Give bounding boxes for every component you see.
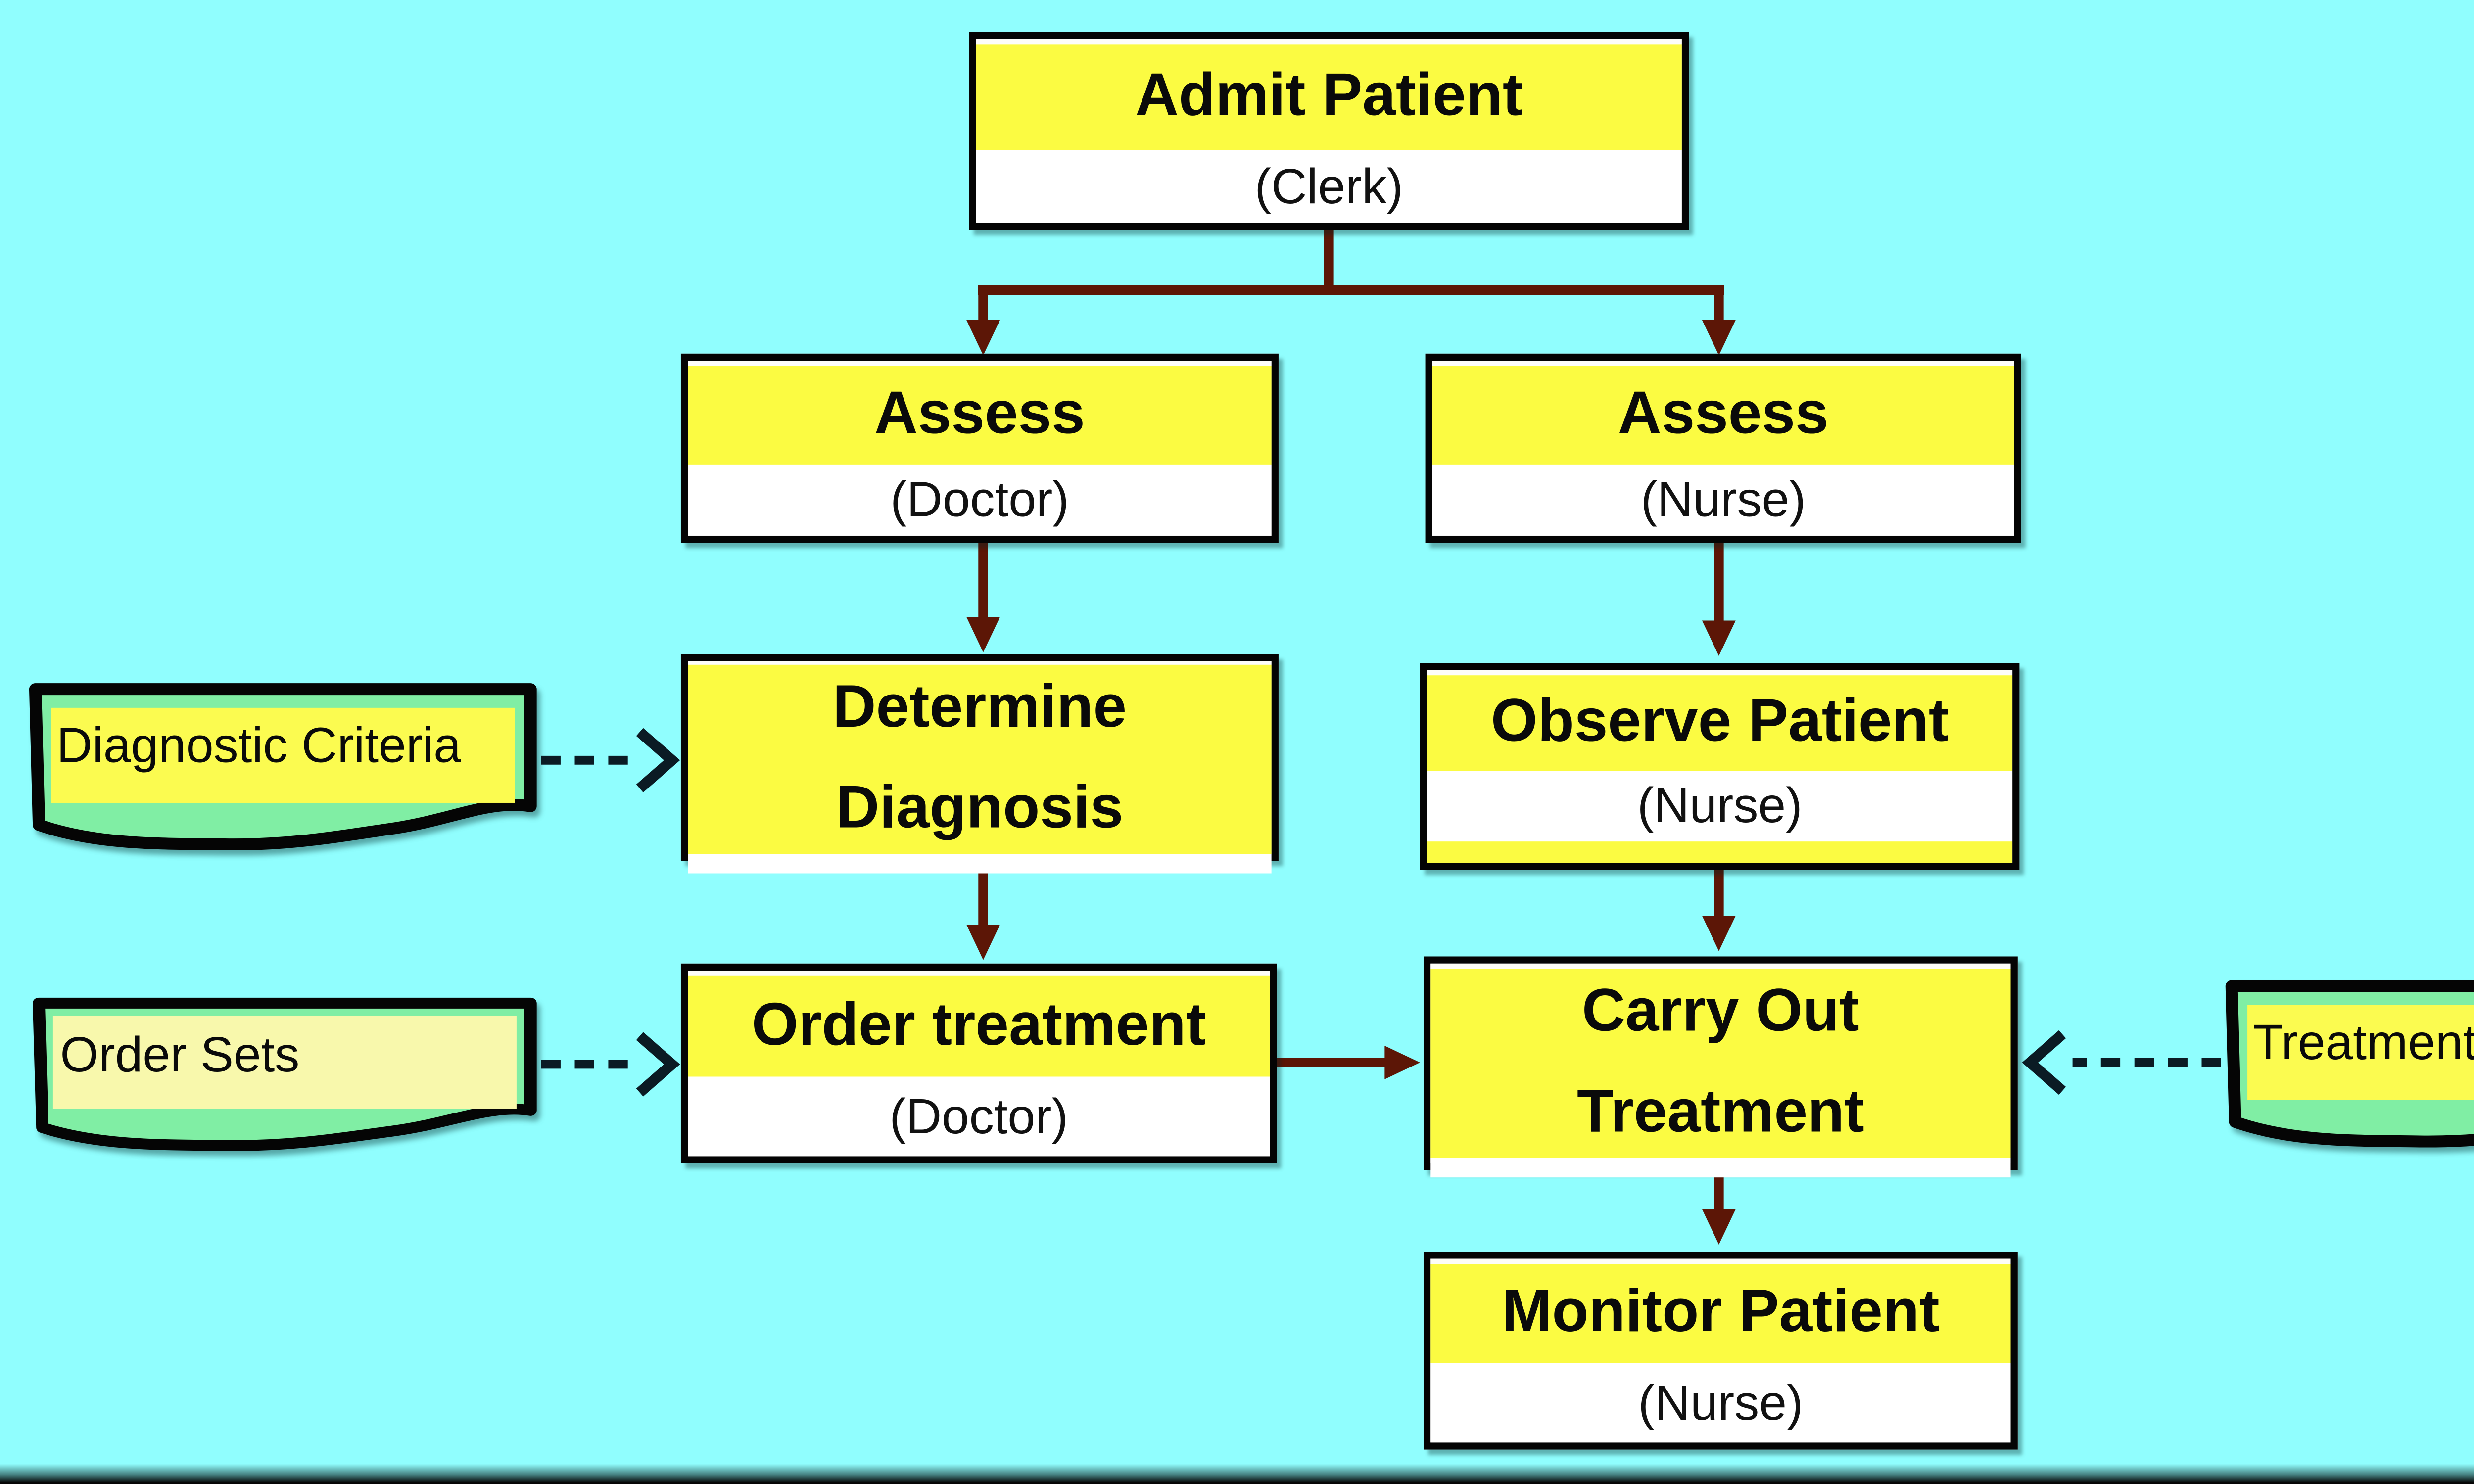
box-title-line1: Determine xyxy=(832,673,1127,741)
box-role: (Clerk) xyxy=(976,150,1682,223)
document-shape-icon xyxy=(33,997,537,1151)
arrow-order-to-carry xyxy=(1275,1045,1420,1079)
box-top-highlight xyxy=(688,971,1270,976)
arrow-observe-to-carry xyxy=(1702,868,1736,951)
box-top-highlight xyxy=(1427,670,2013,676)
box-bottom-strip xyxy=(1430,1157,2011,1177)
box-title-line2: Diagnosis xyxy=(836,775,1124,842)
process-box-assess-doctor: Assess (Doctor) xyxy=(680,353,1279,543)
box-title: Assess xyxy=(1432,366,2014,465)
document-shape-icon xyxy=(29,683,537,851)
process-box-monitor-patient: Monitor Patient (Nurse) xyxy=(1423,1252,2018,1450)
box-title: Order treatment xyxy=(688,975,1270,1077)
note-order-sets: Order Sets xyxy=(30,995,539,1151)
note-diagnostic-criteria: Diagnostic Criteria xyxy=(27,681,539,851)
arrow-carry-to-monitor xyxy=(1702,1168,1736,1245)
arrow-assess-doctor-to-determine xyxy=(966,541,1000,652)
process-box-determine-diagnosis: Determine Diagnosis xyxy=(680,654,1279,873)
process-box-order-treatment: Order treatment (Doctor) xyxy=(680,963,1277,1163)
box-bottom-strip xyxy=(1427,841,2013,863)
box-role: (Doctor) xyxy=(688,1076,1270,1157)
process-box-admit-patient: Admit Patient (Clerk) xyxy=(969,32,1689,230)
box-title-line2: Treatment xyxy=(1577,1079,1864,1146)
box-top-highlight xyxy=(976,39,1682,45)
note-label: Treatment regime xyxy=(2253,1015,2474,1070)
note-label: Order Sets xyxy=(60,1027,300,1083)
dashed-arrow-regime-to-carry xyxy=(2022,1030,2221,1095)
note-label: Diagnostic Criteria xyxy=(56,718,461,774)
box-role: (Nurse) xyxy=(1432,464,2014,536)
arrow-admit-branch xyxy=(966,224,1736,356)
box-top-highlight xyxy=(1430,1258,2011,1264)
dashed-arrow-diagnostic-to-determine xyxy=(541,728,680,792)
box-title: Assess xyxy=(688,366,1272,465)
process-box-carry-out-treatment: Carry Out Treatment xyxy=(1423,956,2018,1177)
box-title-line1: Carry Out xyxy=(1582,977,1859,1045)
box-role: (Nurse) xyxy=(1427,771,2013,842)
box-top-highlight xyxy=(688,661,1272,665)
process-box-assess-nurse: Assess (Nurse) xyxy=(1425,353,2021,543)
box-top-highlight xyxy=(1430,963,2011,969)
arrow-assess-nurse-to-observe xyxy=(1702,541,1736,656)
box-role: (Doctor) xyxy=(688,464,1272,536)
note-treatment-regime: Treatment regime xyxy=(2223,977,2474,1148)
box-role: (Nurse) xyxy=(1430,1363,2011,1443)
process-box-observe-patient: Observe Patient (Nurse) xyxy=(1420,663,2020,870)
arrow-determine-to-order xyxy=(966,859,1000,960)
document-shape-icon xyxy=(2225,980,2474,1148)
box-top-highlight xyxy=(688,361,1272,366)
box-top-highlight xyxy=(1432,361,2014,366)
dashed-arrow-ordersets-to-order xyxy=(541,1032,680,1097)
box-title: Admit Patient xyxy=(976,44,1682,150)
frame-edge-bottom xyxy=(0,1463,2474,1484)
box-title: Observe Patient xyxy=(1427,675,2013,771)
box-bottom-strip xyxy=(688,853,1272,873)
box-title: Monitor Patient xyxy=(1430,1264,2011,1363)
